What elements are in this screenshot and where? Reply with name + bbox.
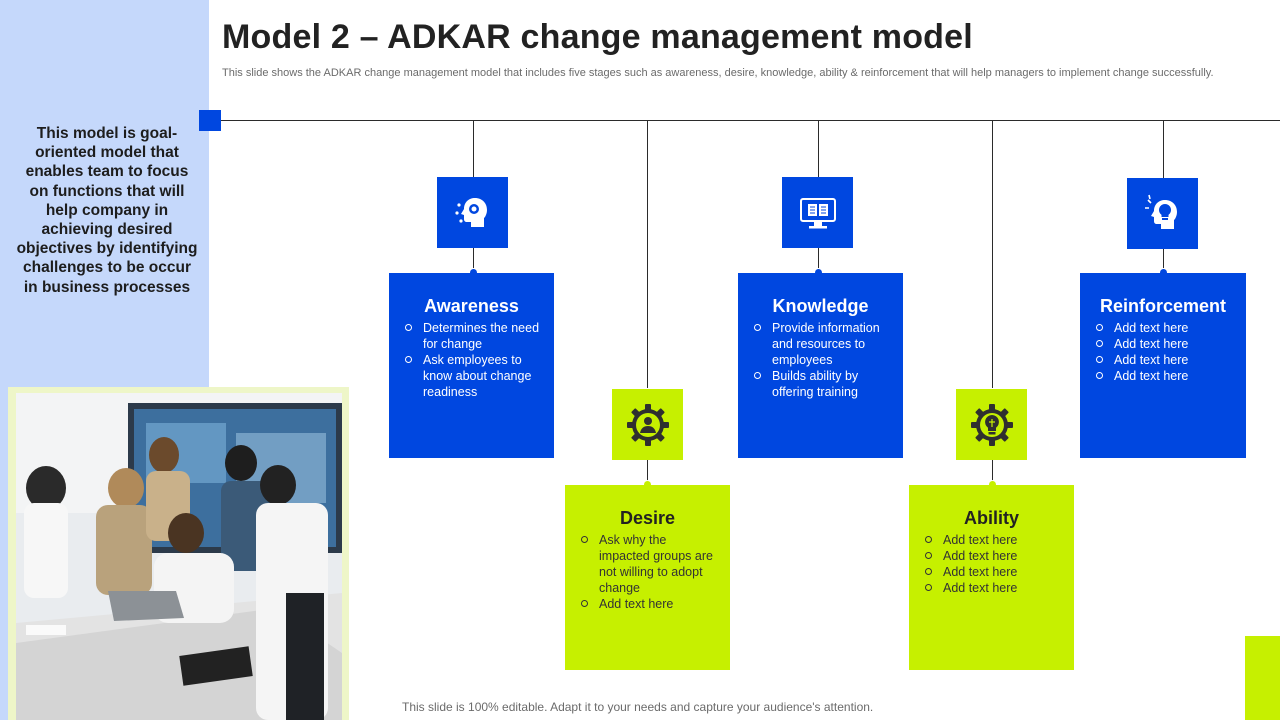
connector-line: [473, 248, 474, 272]
gear-person-icon: [626, 403, 669, 446]
stage-title: Knowledge: [772, 296, 869, 316]
stage-icon-box-ability: [956, 389, 1027, 460]
corner-accent: [1245, 636, 1280, 720]
stage-bullet: Builds ability by offering training: [752, 368, 889, 400]
stage-bullet: Add text here: [579, 596, 716, 612]
stage-bullet: Add text here: [923, 580, 1060, 596]
stage-bullet: Ask employees to know about change readi…: [403, 352, 540, 400]
stage-title: Ability: [963, 508, 1019, 528]
connector-line: [818, 248, 819, 272]
connector-line: [992, 120, 993, 388]
stage-bullet: Add text here: [923, 548, 1060, 564]
stage-bullet: Add text here: [1094, 336, 1232, 352]
timeline-line: [221, 120, 1280, 121]
connector-line: [818, 120, 819, 177]
stage-bullets: Add text here Add text here Add text her…: [1094, 320, 1232, 384]
stage-title: Reinforcement: [1099, 296, 1227, 316]
monitor-book-icon: [799, 197, 836, 228]
stage-card-ability: Ability Add text here Add text here Add …: [909, 485, 1074, 670]
stage-title: Awareness: [424, 296, 519, 316]
connector-line: [647, 120, 648, 388]
stage-bullet: Add text here: [923, 564, 1060, 580]
stage-bullets: Add text here Add text here Add text her…: [923, 532, 1060, 596]
stage-icon-box-knowledge: [782, 177, 853, 248]
stage-bullet: Add text here: [923, 532, 1060, 548]
stage-icon-box-awareness: [437, 177, 508, 248]
team-meeting-photo: [16, 393, 342, 720]
timeline-start-marker: [199, 110, 221, 131]
connector-line: [647, 460, 648, 485]
head-bulb-icon: [1144, 194, 1177, 229]
head-gear-icon: [454, 197, 487, 227]
page-subtitle: This slide shows the ADKAR change manage…: [222, 67, 1214, 79]
stage-card-reinforcement: Reinforcement Add text here Add text her…: [1080, 273, 1246, 458]
stage-card-awareness: Awareness Determines the need for change…: [389, 273, 554, 458]
side-description: This model is goal-oriented model that e…: [16, 125, 198, 296]
stage-bullet: Determines the need for change: [403, 320, 540, 352]
stage-title: Desire: [619, 508, 676, 528]
gear-bulb-icon: [970, 403, 1013, 446]
connector-line: [473, 120, 474, 177]
page-title: Model 2 – ADKAR change management model: [222, 18, 973, 56]
stage-card-knowledge: Knowledge Provide information and resour…: [738, 273, 903, 458]
stage-bullet: Provide information and resources to emp…: [752, 320, 889, 368]
connector-line: [992, 460, 993, 485]
stage-icon-box-reinforcement: [1127, 178, 1198, 249]
connector-line: [1163, 249, 1164, 272]
stage-bullet: Add text here: [1094, 320, 1232, 336]
stage-bullets: Determines the need for change Ask emplo…: [403, 320, 540, 400]
stage-bullets: Ask why the impacted groups are not will…: [579, 532, 716, 612]
stage-bullet: Add text here: [1094, 352, 1232, 368]
stage-card-desire: Desire Ask why the impacted groups are n…: [565, 485, 730, 670]
stage-bullet: Add text here: [1094, 368, 1232, 384]
connector-line: [1163, 120, 1164, 178]
stage-bullets: Provide information and resources to emp…: [752, 320, 889, 400]
stage-icon-box-desire: [612, 389, 683, 460]
stage-bullet: Ask why the impacted groups are not will…: [579, 532, 716, 596]
footer-note: This slide is 100% editable. Adapt it to…: [402, 700, 874, 714]
